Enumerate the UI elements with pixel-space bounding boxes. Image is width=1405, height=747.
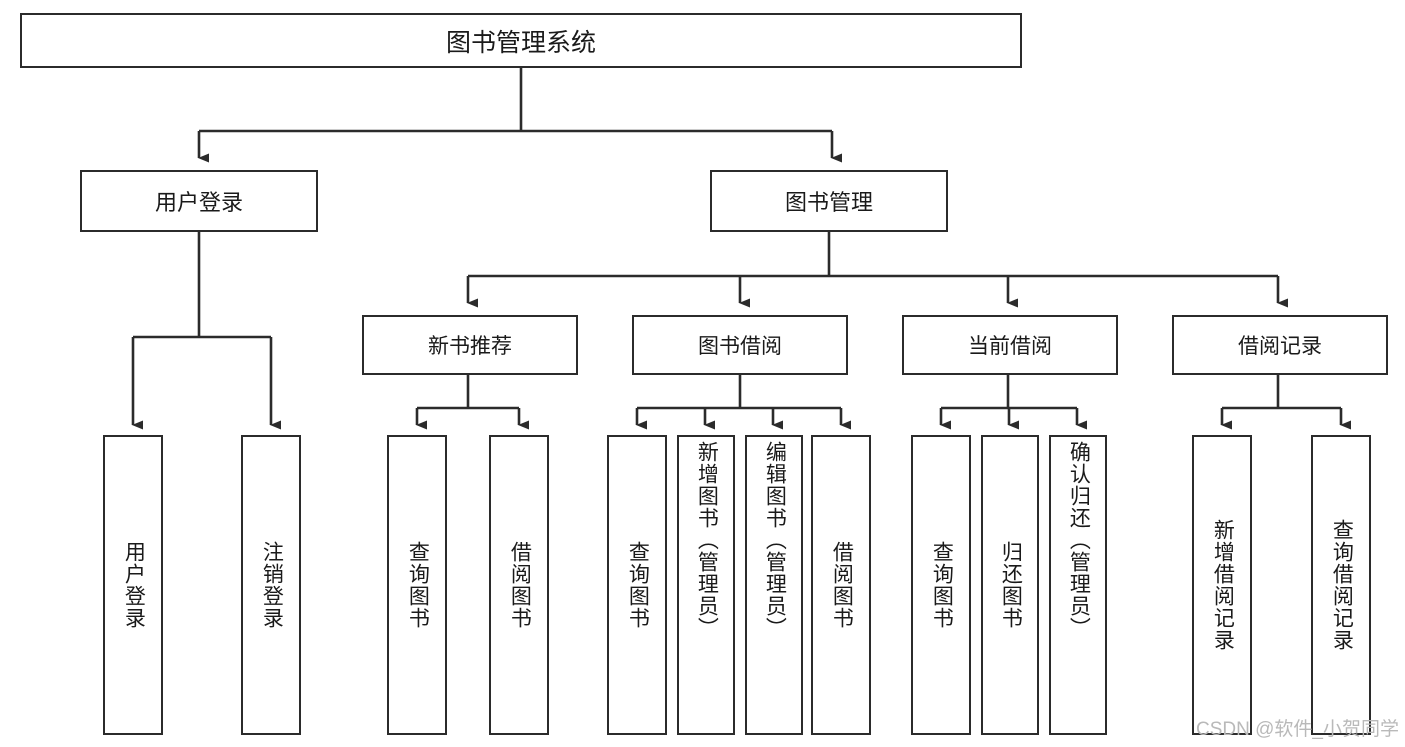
leaf-label: 查询图书 bbox=[406, 541, 430, 629]
leaf-user-logout[interactable]: 注销登录 bbox=[241, 435, 301, 735]
leaf-add-book[interactable]: 新增图书（管理员） bbox=[677, 435, 735, 735]
leaf-label: 注销登录 bbox=[260, 541, 284, 629]
leaf-label: 用户登录 bbox=[122, 541, 146, 629]
node-user-login[interactable]: 用户登录 bbox=[80, 170, 318, 232]
node-borrow-record[interactable]: 借阅记录 bbox=[1172, 315, 1388, 375]
leaf-user-login[interactable]: 用户登录 bbox=[103, 435, 163, 735]
node-book-borrow[interactable]: 图书借阅 bbox=[632, 315, 848, 375]
leaf-label: 查询图书 bbox=[626, 541, 650, 629]
node-label: 用户登录 bbox=[154, 190, 243, 215]
leaf-confirm-return[interactable]: 确认归还（管理员） bbox=[1049, 435, 1107, 735]
leaf-add-borrow-record[interactable]: 新增借阅记录 bbox=[1192, 435, 1252, 735]
leaf-label: 编辑图书（管理员） bbox=[763, 441, 787, 639]
leaf-query-borrow-record[interactable]: 查询借阅记录 bbox=[1311, 435, 1371, 735]
leaf-label: 查询借阅记录 bbox=[1330, 519, 1354, 651]
leaf-label: 确认归还（管理员） bbox=[1067, 441, 1091, 639]
leaf-query-book-1[interactable]: 查询图书 bbox=[387, 435, 447, 735]
node-label: 当前借阅 bbox=[968, 335, 1052, 358]
leaf-label: 借阅图书 bbox=[830, 541, 854, 629]
leaf-borrow-book-2[interactable]: 借阅图书 bbox=[811, 435, 871, 735]
leaf-label: 查询图书 bbox=[930, 541, 954, 629]
node-label: 新书推荐 bbox=[428, 335, 512, 358]
leaf-query-book-2[interactable]: 查询图书 bbox=[607, 435, 667, 735]
node-label: 图书借阅 bbox=[698, 335, 782, 358]
leaf-label: 新增借阅记录 bbox=[1211, 519, 1235, 651]
node-root-book-management-system[interactable]: 图书管理系统 bbox=[20, 13, 1022, 68]
leaf-query-book-3[interactable]: 查询图书 bbox=[911, 435, 971, 735]
leaf-label: 新增图书（管理员） bbox=[695, 441, 719, 639]
node-label: 图书管理系统 bbox=[445, 28, 596, 57]
leaf-label: 归还图书 bbox=[999, 541, 1023, 629]
leaf-return-book[interactable]: 归还图书 bbox=[981, 435, 1039, 735]
node-new-book-recommend[interactable]: 新书推荐 bbox=[362, 315, 578, 375]
leaf-edit-book[interactable]: 编辑图书（管理员） bbox=[745, 435, 803, 735]
node-label: 图书管理 bbox=[784, 190, 873, 215]
node-label: 借阅记录 bbox=[1238, 335, 1322, 358]
leaf-borrow-book-1[interactable]: 借阅图书 bbox=[489, 435, 549, 735]
leaf-label: 借阅图书 bbox=[508, 541, 532, 629]
watermark-text: CSDN @软件_小贺同学 bbox=[1196, 719, 1399, 740]
node-current-borrow[interactable]: 当前借阅 bbox=[902, 315, 1118, 375]
node-book-management[interactable]: 图书管理 bbox=[710, 170, 948, 232]
